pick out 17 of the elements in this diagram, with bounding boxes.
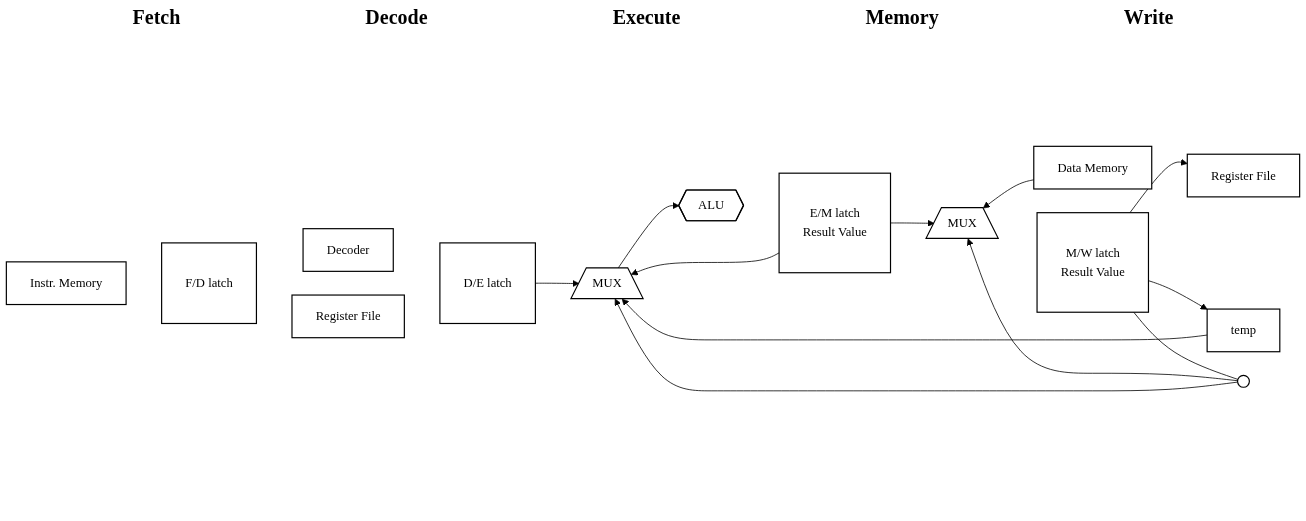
node-circle: [1236, 375, 1250, 389]
stage-heading: Fetch: [132, 6, 181, 29]
node-box: Instr. Memory: [5, 261, 127, 306]
node-box: F/D latch: [161, 242, 258, 325]
stage-heading: Execute: [612, 6, 681, 29]
connector: [1133, 312, 1239, 381]
stage-heading: Write: [1123, 6, 1174, 29]
stage-heading: Decode: [365, 6, 428, 29]
node-box: Register File: [291, 294, 405, 339]
stage-heading: Memory: [865, 6, 939, 29]
node-box: temp: [1206, 308, 1281, 353]
node-box: D/E latch: [439, 242, 536, 325]
node-box: Register File: [1186, 154, 1301, 198]
node-box: E/M latch Result Value: [778, 173, 892, 274]
node-box: M/W latch Result Value: [1036, 212, 1150, 314]
node-box: Data Memory: [1033, 146, 1153, 190]
node-box: Decoder: [302, 228, 394, 273]
